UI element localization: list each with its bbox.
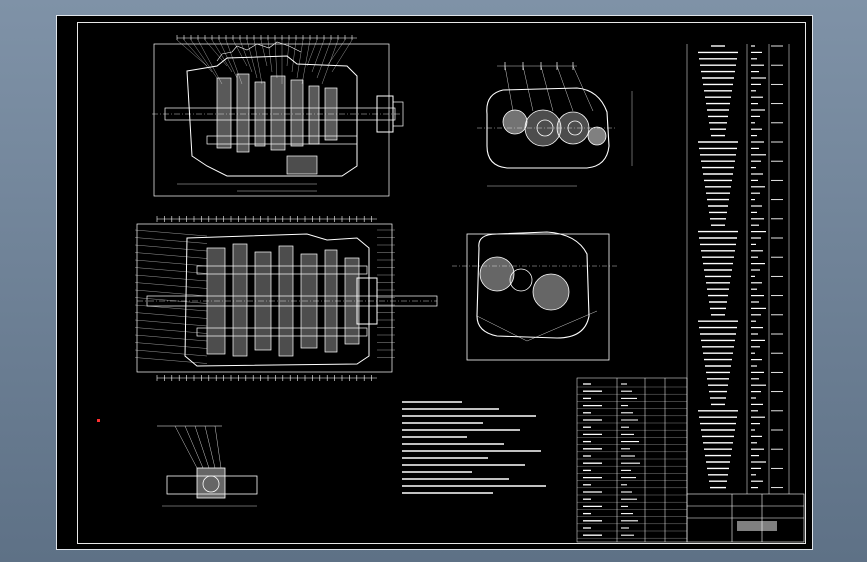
detail-view — [157, 425, 258, 507]
side-section-view — [152, 35, 404, 197]
drawing-frame — [77, 22, 806, 544]
side-view-top-leaders — [176, 35, 357, 85]
end-view-top — [477, 62, 633, 187]
title-block — [686, 493, 805, 543]
drawing-sheet — [56, 15, 813, 550]
parts-list — [576, 44, 790, 543]
red-marker — [97, 419, 100, 422]
technical-notes — [402, 401, 546, 494]
drawing-canvas — [97, 35, 805, 543]
end-view-bottom — [452, 231, 617, 361]
plan-section-view — [134, 216, 438, 381]
